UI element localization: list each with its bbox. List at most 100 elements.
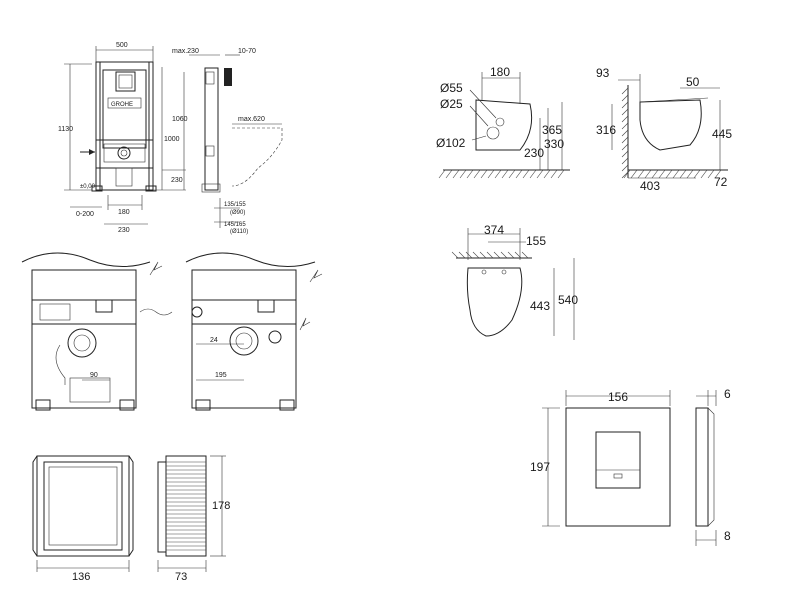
dim-445: 445	[712, 127, 732, 141]
hatch-line	[508, 169, 516, 179]
drain-connection	[117, 146, 131, 160]
hatch-line	[465, 251, 473, 259]
hatch-line	[630, 169, 638, 179]
hatch-line	[521, 251, 529, 259]
hatch-line	[494, 169, 502, 179]
frame-front-view: GROHE 500 1130 ±0,00 1000 1060 230 0-	[58, 42, 188, 234]
access-box-side: 73 178	[157, 455, 230, 583]
install-detail-left: 90	[21, 252, 173, 411]
hatch-line	[459, 169, 467, 179]
hatch-line	[472, 251, 480, 259]
hatch-line	[480, 169, 488, 179]
dim-365: 365	[542, 123, 562, 137]
dim-1060: 1060	[172, 116, 188, 123]
wc-pan-outline	[231, 127, 283, 187]
hatch-line	[515, 169, 523, 179]
electric-box-left	[95, 299, 113, 313]
flush-plate-side: 6 8	[695, 387, 731, 546]
hatch-line	[621, 129, 629, 137]
hatch-line	[438, 169, 446, 179]
frame-side-view: max.230 10-70 max.620 135/155 (Ø90) 145/…	[172, 48, 283, 235]
dim-180: 180	[118, 209, 130, 216]
dim-50: 50	[686, 75, 700, 89]
hatch-line	[621, 122, 629, 130]
hatch-line	[466, 169, 474, 179]
hatch-line	[487, 169, 495, 179]
dim-max230: max.230	[172, 48, 199, 55]
hatch-line	[621, 164, 629, 172]
hatch-line	[621, 94, 629, 102]
hatch-line	[714, 169, 722, 179]
hatch-line	[493, 251, 501, 259]
hatch-line	[658, 169, 666, 179]
wall-section	[224, 68, 232, 86]
access-box-front: 136	[32, 455, 134, 583]
dim-max620: max.620	[238, 116, 265, 123]
drain-left	[67, 328, 97, 358]
hatch-line	[686, 169, 694, 179]
dim-374: 374	[484, 223, 504, 237]
dim-230-wc: 230	[524, 146, 544, 160]
hatch-line	[621, 157, 629, 165]
dim-8: 8	[724, 529, 731, 543]
dim-frame-height: 1130	[58, 126, 73, 133]
hatch-line	[621, 101, 629, 109]
dim-136: 136	[72, 571, 90, 583]
dim-24: 24	[210, 337, 218, 344]
drain-right	[229, 326, 259, 356]
hatch-line	[550, 169, 558, 179]
dim-145-165: 145/165	[224, 222, 246, 228]
hatch-line	[479, 251, 487, 259]
flush-button	[595, 431, 641, 489]
dim-197: 197	[530, 460, 550, 474]
wc-bowl-side	[639, 99, 702, 151]
dim-90: 90	[90, 372, 98, 379]
dim-d55: Ø55	[440, 81, 463, 95]
dim-230-vertical: 230	[171, 177, 183, 184]
hatch-line	[621, 108, 629, 116]
hatch-line	[557, 169, 565, 179]
hatch-line	[679, 169, 687, 179]
dim-72: 72	[714, 175, 728, 189]
dim-frame-width: 500	[116, 42, 128, 49]
hatch-line	[452, 169, 460, 179]
dim-316: 316	[596, 123, 616, 137]
hatch-line	[445, 169, 453, 179]
hatch-line	[500, 251, 508, 259]
dim-540: 540	[558, 293, 578, 307]
dim-wc-180: 180	[490, 65, 510, 79]
dim-6: 6	[724, 387, 731, 401]
hatch-line	[507, 251, 515, 259]
hatch-line	[621, 136, 629, 144]
hatch-line	[501, 169, 509, 179]
hatch-line	[522, 169, 530, 179]
hatch-line	[621, 87, 629, 95]
flush-cistern-body	[102, 69, 147, 149]
dim-330: 330	[544, 137, 564, 151]
hatch-line	[693, 169, 701, 179]
hatch-line	[651, 169, 659, 179]
hatch-line	[621, 171, 629, 179]
hatch-line	[637, 169, 645, 179]
wc-side-view: 93 50 316 445 403 72	[596, 66, 732, 193]
dim-d102: Ø102	[436, 136, 466, 150]
dim-diam90: (Ø90)	[230, 210, 245, 216]
hatch-line	[707, 169, 715, 179]
hatch-line	[486, 251, 494, 259]
wc-bowl-top	[475, 99, 533, 151]
dim-443: 443	[530, 299, 550, 313]
dim-156: 156	[608, 390, 628, 404]
dim-d25: Ø25	[440, 97, 463, 111]
install-detail-right: 24 195	[185, 252, 323, 411]
dim-135-155: 135/155	[224, 202, 246, 208]
cistern-window	[115, 71, 136, 92]
hatch-line	[644, 169, 652, 179]
hatch-line	[672, 169, 680, 179]
dim-155: 155	[526, 234, 546, 248]
dim-zero-level: ±0,00	[80, 184, 96, 190]
hatch-line	[621, 143, 629, 151]
hatch-line	[700, 169, 708, 179]
wc-bowl-front	[466, 267, 523, 337]
dim-offset: 0-200	[76, 211, 94, 218]
